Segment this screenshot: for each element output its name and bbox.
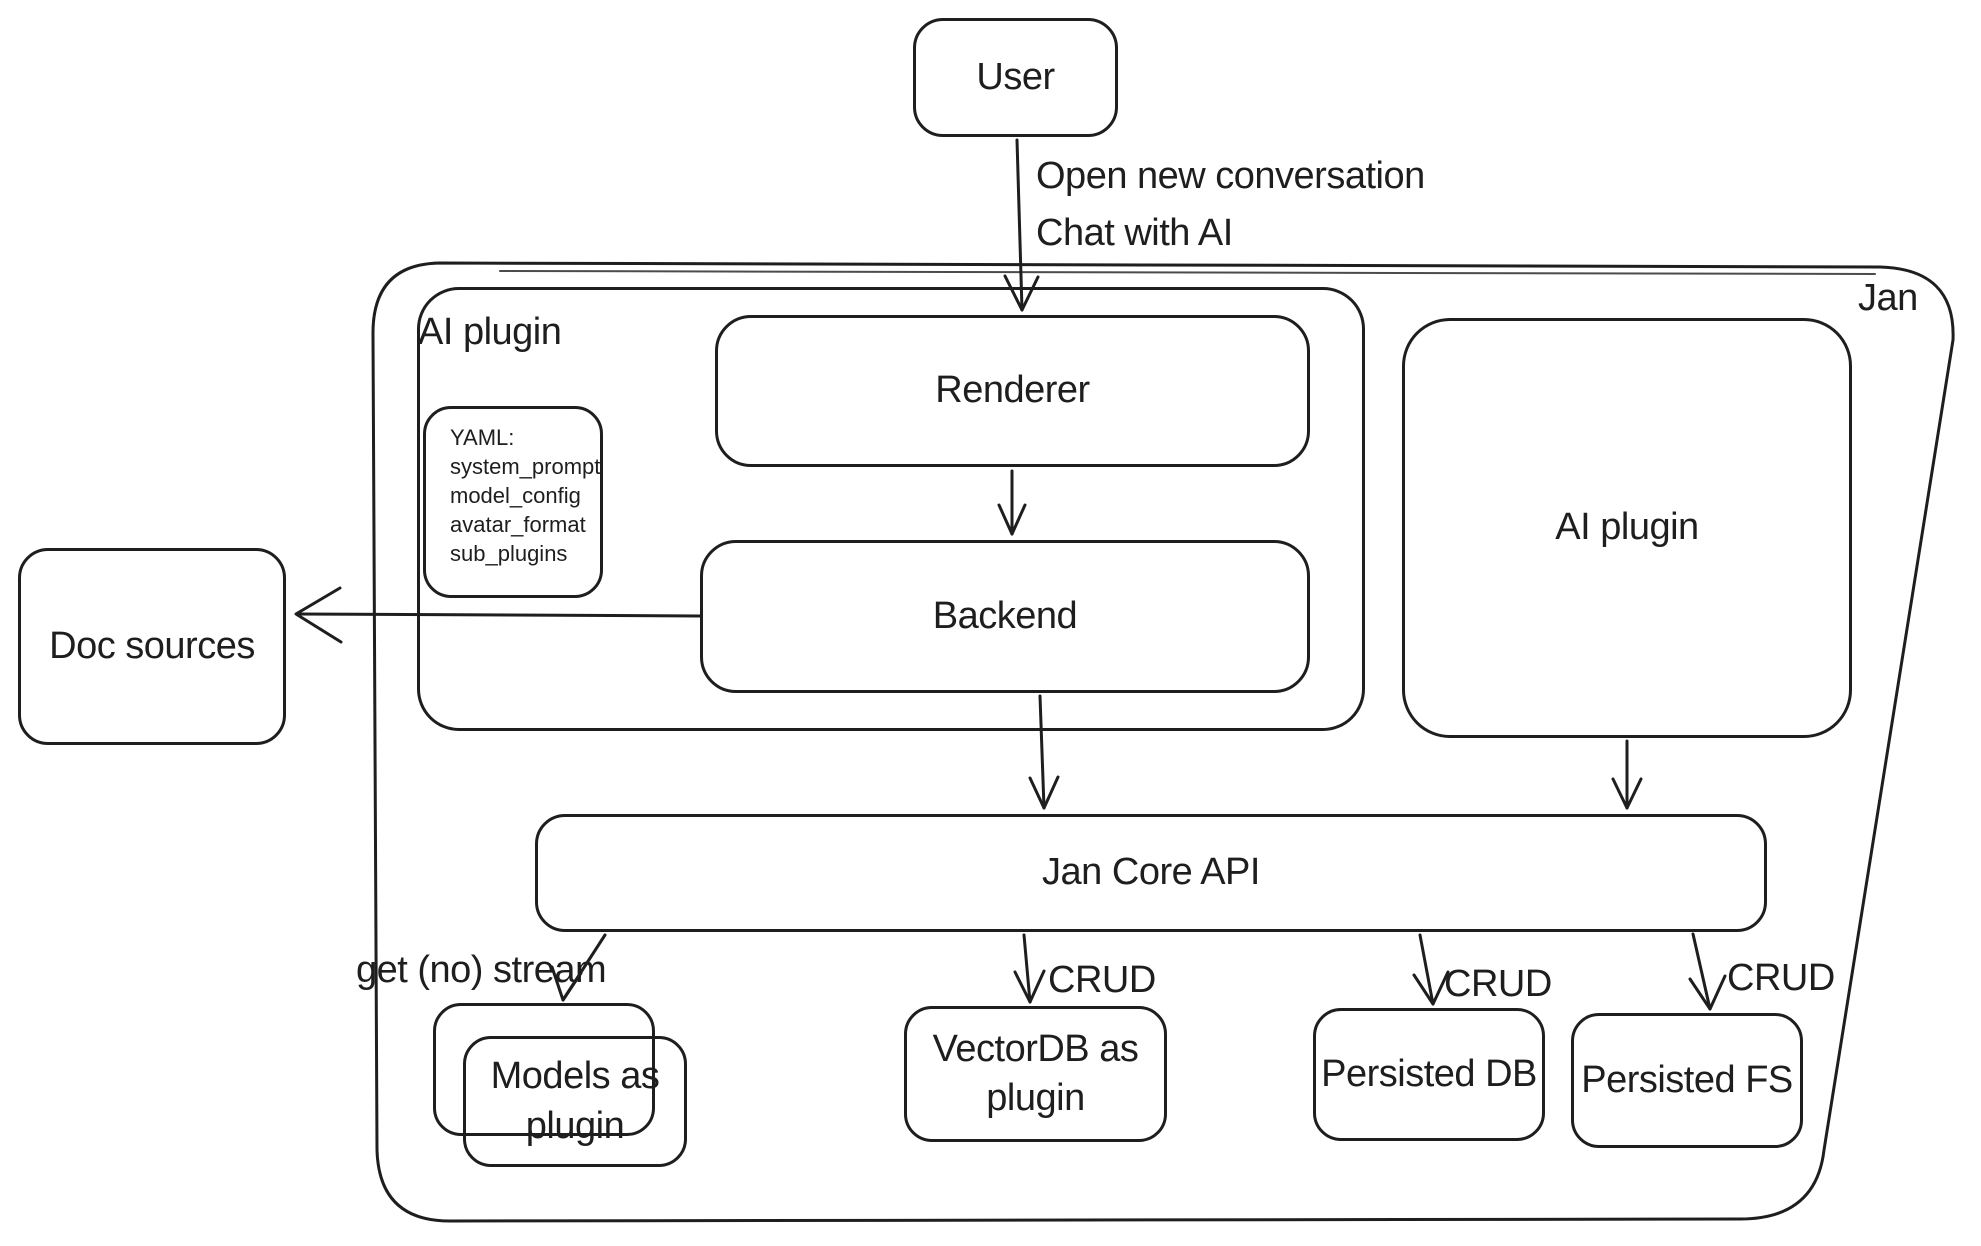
node-persisted-fs: Persisted FS — [1571, 1013, 1803, 1148]
node-vectordb-as-plugin-label: VectorDB as plugin — [932, 1027, 1139, 1119]
node-jan-core-api-label: Jan Core API — [1042, 851, 1260, 894]
node-ai-plugin-right-label: AI plugin — [1555, 506, 1699, 549]
edge-label-crud-persisted-fs: CRUD — [1727, 957, 1835, 999]
jan-container-overdraw — [499, 270, 1876, 275]
node-models-as-plugin-back — [433, 1003, 655, 1136]
arrow-renderer-to-backend — [997, 469, 1027, 536]
arrow-ai-plugin-right-to-core — [1611, 739, 1643, 810]
arrow-core-to-vectordb — [1013, 933, 1046, 1004]
node-renderer-label: Renderer — [935, 369, 1090, 412]
node-models-as-plugin: Models as plugin — [463, 1036, 687, 1167]
arrow-core-to-models — [550, 933, 607, 1002]
node-persisted-fs-label: Persisted FS — [1581, 1058, 1793, 1101]
node-user: User — [913, 18, 1118, 137]
arrow-user-to-renderer — [1003, 138, 1040, 312]
node-ai-plugin-right: AI plugin — [1402, 318, 1852, 738]
node-jan-core-api: Jan Core API — [535, 814, 1767, 932]
yaml-config-note-text: YAML: system_prompt model_config avatar_… — [450, 425, 601, 566]
edge-label-crud-persisted-db: CRUD — [1444, 963, 1552, 1005]
yaml-config-note: YAML: system_prompt model_config avatar_… — [423, 406, 603, 598]
edge-label-user-flow: Open new conversation Chat with AI — [1036, 155, 1425, 254]
arrow-backend-to-core — [1028, 694, 1060, 810]
node-persisted-db-label: Persisted DB — [1321, 1052, 1537, 1095]
node-backend: Backend — [700, 540, 1310, 693]
node-doc-sources: Doc sources — [18, 548, 286, 745]
node-backend-label: Backend — [932, 594, 1078, 637]
ai-plugin-left-container — [417, 287, 1365, 731]
node-models-as-plugin-label: Models as plugin — [490, 1055, 660, 1147]
node-persisted-db: Persisted DB — [1313, 1008, 1545, 1141]
jan-container-outline — [371, 261, 1955, 1223]
node-renderer: Renderer — [715, 315, 1310, 467]
arrow-backend-to-doc-sources — [294, 586, 702, 644]
node-doc-sources-label: Doc sources — [49, 624, 255, 667]
arrow-core-to-persisted-fs — [1688, 932, 1727, 1011]
node-vectordb-as-plugin: VectorDB as plugin — [904, 1006, 1167, 1142]
ai-plugin-left-label: AI plugin — [418, 311, 562, 353]
edge-label-crud-vectordb: CRUD — [1048, 959, 1156, 1001]
jan-container-label: Jan — [1858, 277, 1918, 319]
node-user-label: User — [976, 55, 1055, 98]
arrow-core-to-persisted-db — [1412, 933, 1450, 1006]
edge-label-get-no-stream: get (no) stream — [356, 949, 607, 991]
